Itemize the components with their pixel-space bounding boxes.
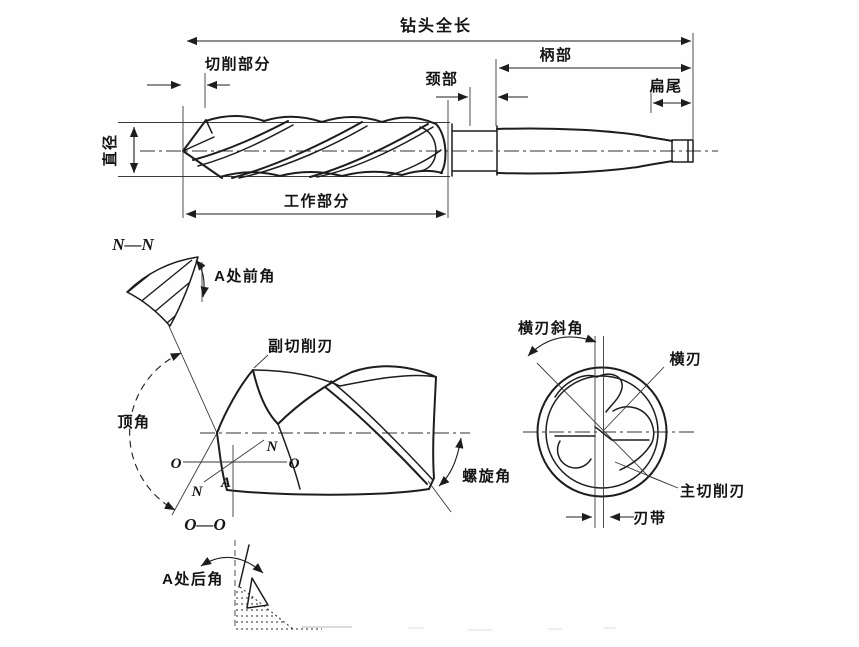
relief-angle-label: A处后角 [162,570,224,588]
section-oo-inset: O—O A处后角 [162,515,322,630]
point-angle-annotation: 顶角 [117,352,182,511]
chisel-direction-line [536,362,649,477]
helix-angle-annotation: 螺旋角 [427,437,512,513]
axis-o-left: O [171,456,182,472]
nn-trace-line [167,323,218,434]
minor-edge-label: 副切削刃 [268,337,334,355]
margin-label: 刃带 [633,510,666,527]
end-view-drawing: 横刃斜角 横刃 主切削刃 刃带 [518,319,746,528]
chisel-edge-label: 横刃 [669,350,702,368]
end-view-flutes [554,373,655,471]
axis-n-bottom: N [191,484,204,500]
dimension-tang: 扁尾 [649,77,692,108]
section-nn-inset: N—N A处前角 [111,235,276,434]
outer-circle [536,366,668,498]
chisel-edge-angle-annotation: 横刃斜角 [518,319,597,357]
margin-circle [545,375,659,489]
rake-angle-label: A处前角 [214,267,276,285]
main-edge-annotation: 主切削刃 [614,461,746,500]
working-part-label: 工作部分 [284,192,350,210]
margin-annotation: 刃带 [566,510,666,527]
diameter-label: 直径 [101,133,119,166]
neck-label: 颈部 [424,70,458,88]
tang-label: 扁尾 [649,77,682,95]
scan-artifacts [302,626,616,631]
main-cutting-edge-label: 主切削刃 [680,482,746,500]
chisel-edge-angle-label: 横刃斜角 [518,319,584,337]
minor-edge-annotation: 副切削刃 [253,337,334,369]
extension-lines [182,33,694,218]
dimension-diameter: 直径 [101,126,139,174]
point-detail-drawing: 顶角 副切削刃 O O N N A [117,337,512,517]
dimension-cutting-part: 切削部分 [147,55,271,90]
section-trace-axes: O O N N A [171,439,300,517]
total-length-label: 钻头全长 [400,16,472,35]
drill-tip [182,119,223,179]
relief-sliver [246,577,269,609]
lower-flank-trace [171,432,218,516]
nn-axis-line [203,439,265,483]
helix-angle-label: 螺旋角 [462,467,512,485]
dimension-shank: 柄部 [498,46,692,73]
axis-n-top: N [266,439,279,455]
flute-body [192,115,447,179]
drill-point-body [216,365,437,496]
nn-wedge-hatching [127,257,198,326]
cutting-part-label: 切削部分 [205,55,271,73]
chisel-edge-annotation: 横刃 [602,350,702,432]
nn-wedge-outline [126,256,199,327]
point-angle-label: 顶角 [117,413,150,431]
point-a-label: A [220,475,231,491]
side-view-drawing: 钻头全长 切削部分 颈部 柄部 扁尾 直径 工作部分 [101,16,718,219]
section-nn-label: N—N [111,235,154,254]
shank-label: 柄部 [539,46,572,64]
neck-section [451,123,498,177]
dimension-neck: 颈部 [424,70,528,102]
shank-and-tang [496,127,694,175]
dimension-total-length: 钻头全长 [186,16,692,46]
relief-dotted-wedge [236,586,322,630]
section-oo-label: O—O [184,515,226,534]
axis-o-right: O [289,456,300,472]
dimension-working-part: 工作部分 [185,192,447,219]
